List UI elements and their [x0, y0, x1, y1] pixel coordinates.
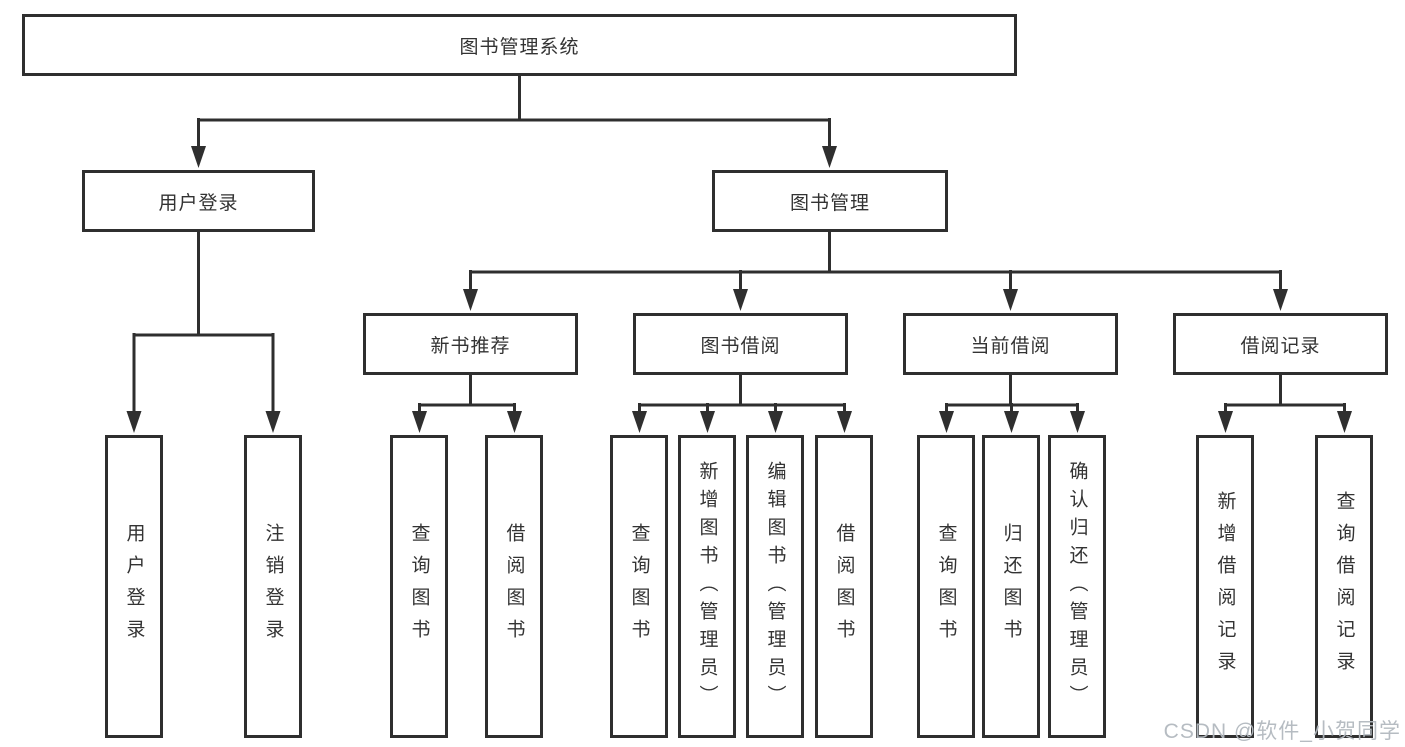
arrowhead: [733, 289, 748, 311]
node-book-borrowing: 图书借阅: [633, 313, 848, 375]
node-user-login: 用户登录: [82, 170, 315, 232]
leaf-add-borrow-record: 新增借阅记录: [1196, 435, 1254, 738]
leaf-user-login: 用户登录: [105, 435, 163, 738]
arrowhead: [1004, 411, 1019, 433]
arrowhead: [126, 411, 142, 433]
arrowhead: [507, 411, 522, 433]
arrowhead: [1070, 411, 1085, 433]
leaf-confirm-return-admin: 确认归还（管理员）: [1048, 435, 1106, 738]
leaf-query-borrow-record: 查询借阅记录: [1315, 435, 1373, 738]
node-book-management: 图书管理: [712, 170, 948, 232]
node-library-management-system: 图书管理系统: [22, 14, 1017, 76]
leaf-borrow-books-recommend: 借阅图书: [485, 435, 543, 738]
arrowhead: [822, 146, 837, 168]
arrowhead: [632, 411, 647, 433]
node-new-book-recommend: 新书推荐: [363, 313, 578, 375]
node-borrowing-records: 借阅记录: [1173, 313, 1388, 375]
leaf-query-books-recommend: 查询图书: [390, 435, 448, 738]
leaf-query-books-borrowing: 查询图书: [610, 435, 668, 738]
leaf-query-books-current: 查询图书: [917, 435, 975, 738]
leaf-borrow-books-borrowing: 借阅图书: [815, 435, 873, 738]
leaf-logout: 注销登录: [244, 435, 302, 738]
arrowhead: [1003, 289, 1018, 311]
arrowhead: [265, 411, 281, 433]
arrowhead: [1337, 411, 1352, 433]
leaf-return-books: 归还图书: [982, 435, 1040, 738]
leaf-edit-books-admin: 编辑图书（管理员）: [746, 435, 804, 738]
arrowhead: [1273, 289, 1288, 311]
arrowhead: [412, 411, 427, 433]
arrowhead: [939, 411, 954, 433]
arrowhead: [191, 146, 206, 168]
arrowhead: [768, 411, 783, 433]
arrowhead: [837, 411, 852, 433]
arrowhead: [700, 411, 715, 433]
csdn-watermark: CSDN @软件_小贺同学: [1163, 720, 1401, 743]
arrowhead: [1218, 411, 1233, 433]
node-current-borrowing: 当前借阅: [903, 313, 1118, 375]
leaf-add-books-admin: 新增图书（管理员）: [678, 435, 736, 738]
arrowhead: [463, 289, 478, 311]
